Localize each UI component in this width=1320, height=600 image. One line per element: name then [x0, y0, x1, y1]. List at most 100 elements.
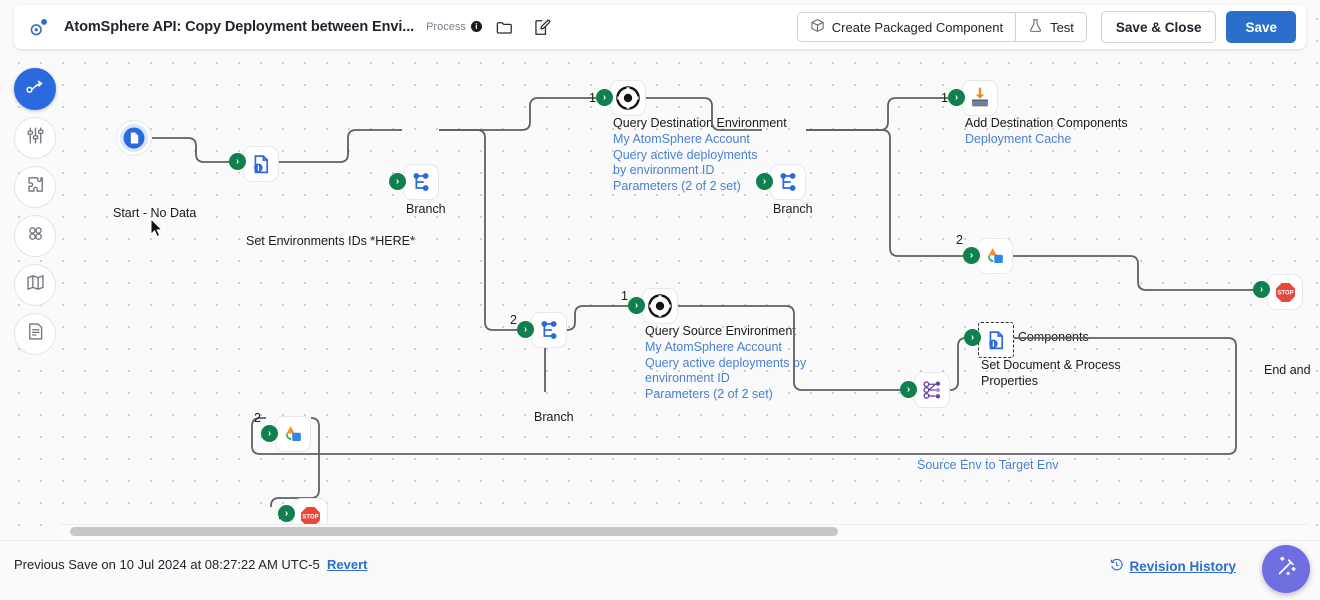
set-properties-icon[interactable] — [243, 146, 279, 182]
node-query-source-environment-details: My AtomSphere Account Query active deplo… — [645, 340, 830, 402]
connector-badge-set-doc-process-props[interactable]: › — [964, 329, 981, 346]
branch-icon[interactable] — [770, 164, 806, 200]
connector-badge-branch-2[interactable]: › — [756, 173, 773, 190]
create-packaged-component-label: Create Packaged Component — [831, 19, 1004, 35]
sidebar-item-map[interactable] — [14, 264, 56, 306]
node-set-document-process-properties[interactable] — [978, 322, 1014, 358]
node-branch-2[interactable] — [770, 164, 806, 200]
clock-rewind-icon — [1109, 557, 1124, 575]
footer-bar — [0, 540, 1320, 600]
connector-badge-branch-1[interactable]: › — [389, 173, 406, 190]
detail-parameters: Parameters (2 of 2 set) — [645, 386, 773, 401]
component-type-text: Process — [426, 21, 466, 33]
puzzle-piece-icon — [25, 174, 46, 200]
component-type-label: Process i — [426, 21, 482, 33]
sidebar-item-process-flow[interactable] — [14, 68, 56, 110]
node-branch-3[interactable] — [531, 312, 567, 348]
message-shape-icon[interactable] — [275, 416, 311, 452]
node-source-to-target-map-label: Source Env to Target Env — [917, 458, 1059, 474]
node-start[interactable] — [116, 120, 152, 156]
node-set-environments-ids-label: Set Environments IDs *HERE* — [246, 234, 415, 248]
connector-badge-end-and-1[interactable]: › — [1253, 281, 1270, 298]
svg-text:STOP: STOP — [1277, 290, 1293, 296]
node-query-source-environment[interactable] — [642, 288, 678, 324]
node-add-destination-components[interactable] — [962, 80, 998, 116]
node-add-destination-components-sub: Deployment Cache — [965, 132, 1071, 148]
sidebar-item-components[interactable] — [14, 215, 56, 257]
revision-history-label: Revision History — [1129, 558, 1236, 574]
connector-badge-add-destination-components[interactable]: › — [948, 89, 965, 106]
header-button-group: Create Packaged Component Test — [796, 12, 1087, 42]
detail-parameters: Parameters (2 of 2 set) — [613, 178, 741, 193]
connector-disk-icon[interactable] — [642, 288, 678, 324]
connector-wires — [152, 97, 1258, 507]
page-title: AtomSphere API: Copy Deployment between … — [64, 19, 415, 35]
stop-sign-icon[interactable]: STOP — [1267, 274, 1303, 310]
sidebar-item-notes[interactable] — [14, 313, 56, 355]
node-end-and-1[interactable]: STOP — [1267, 274, 1303, 310]
node-set-document-process-properties-label: Set Document & Process Properties — [981, 358, 1121, 388]
assistant-fab-button[interactable] — [1262, 545, 1310, 593]
path-number-query-source: 1 — [621, 289, 628, 303]
map-icon — [25, 272, 46, 298]
path-number-count-components: 2 — [956, 233, 963, 247]
folder-icon[interactable] — [491, 13, 519, 41]
node-set-environments-ids[interactable] — [243, 146, 279, 182]
node-end-and-1-label: End and — [1264, 363, 1311, 377]
message-shape-icon[interactable] — [977, 238, 1013, 274]
node-query-destination-environment[interactable] — [610, 80, 646, 116]
revert-link[interactable]: Revert — [327, 557, 368, 572]
node-count-components[interactable] — [977, 238, 1013, 274]
path-number-query-destination: 1 — [589, 91, 596, 105]
detail-account: My AtomSphere Account — [645, 340, 782, 354]
node-logger[interactable] — [275, 416, 311, 452]
test-label: Test — [1050, 19, 1074, 35]
package-box-icon — [810, 18, 825, 36]
map-transform-icon[interactable] — [914, 372, 950, 408]
sidebar-item-process-properties[interactable] — [14, 117, 56, 159]
detail-operation: Query active deployments by environment … — [613, 147, 758, 178]
sliders-icon — [25, 125, 46, 151]
test-button[interactable]: Test — [1015, 13, 1086, 41]
info-icon[interactable]: i — [470, 21, 482, 32]
horizontal-scrollbar-thumb[interactable] — [70, 527, 838, 536]
connector-badge-query-destination[interactable]: › — [596, 89, 613, 106]
create-packaged-component-button[interactable]: Create Packaged Component — [797, 13, 1016, 41]
node-query-source-environment-label: Query Source Environment — [645, 324, 796, 338]
boomi-atom-icon — [24, 12, 54, 42]
connector-badge-end-and-2[interactable]: › — [278, 505, 295, 522]
save-button[interactable]: Save — [1226, 11, 1296, 43]
connector-badge-branch-3[interactable]: › — [517, 321, 534, 338]
detail-operation: Query active deployments by environment … — [645, 355, 807, 386]
save-and-close-button[interactable]: Save & Close — [1100, 11, 1217, 43]
previous-save-text: Previous Save on 10 Jul 2024 at 08:27:22… — [14, 557, 320, 572]
path-number-logger: 2 — [254, 411, 261, 425]
start-document-icon[interactable] — [116, 120, 152, 156]
connector-badge-source-to-target-map[interactable]: › — [900, 381, 917, 398]
node-source-to-target-map[interactable] — [914, 372, 950, 408]
document-note-icon — [25, 321, 46, 347]
node-add-destination-components-label: Add Destination Components — [965, 116, 1128, 130]
process-canvas[interactable]: Start - No Data › Set Environments IDs *… — [0, 52, 1320, 540]
cache-download-icon[interactable] — [962, 80, 998, 116]
edit-pencil-icon[interactable] — [528, 13, 556, 41]
connector-badge-logger[interactable]: › — [261, 425, 278, 442]
flow-arrow-icon — [24, 76, 46, 103]
connector-badge-set-env-ids[interactable]: › — [229, 153, 246, 170]
node-query-destination-environment-details: My AtomSphere Account Query active deplo… — [613, 132, 793, 194]
node-start-label: Start - No Data — [113, 206, 197, 220]
branch-icon[interactable] — [403, 164, 439, 200]
set-properties-icon[interactable] — [978, 322, 1014, 358]
header-actions: Create Packaged Component Test Save & Cl… — [796, 11, 1296, 43]
connector-badge-count-components[interactable]: › — [963, 247, 980, 264]
path-number-branch-3: 2 — [510, 313, 517, 327]
app-header: AtomSphere API: Copy Deployment between … — [14, 5, 1306, 49]
node-branch-1[interactable] — [403, 164, 439, 200]
node-branch-1-label: Branch — [406, 202, 446, 216]
connector-disk-icon[interactable] — [610, 80, 646, 116]
sidebar-item-extensions[interactable] — [14, 166, 56, 208]
revision-history-link[interactable]: Revision History — [1109, 557, 1236, 575]
connector-badge-query-source[interactable]: › — [628, 297, 645, 314]
branch-icon[interactable] — [531, 312, 567, 348]
